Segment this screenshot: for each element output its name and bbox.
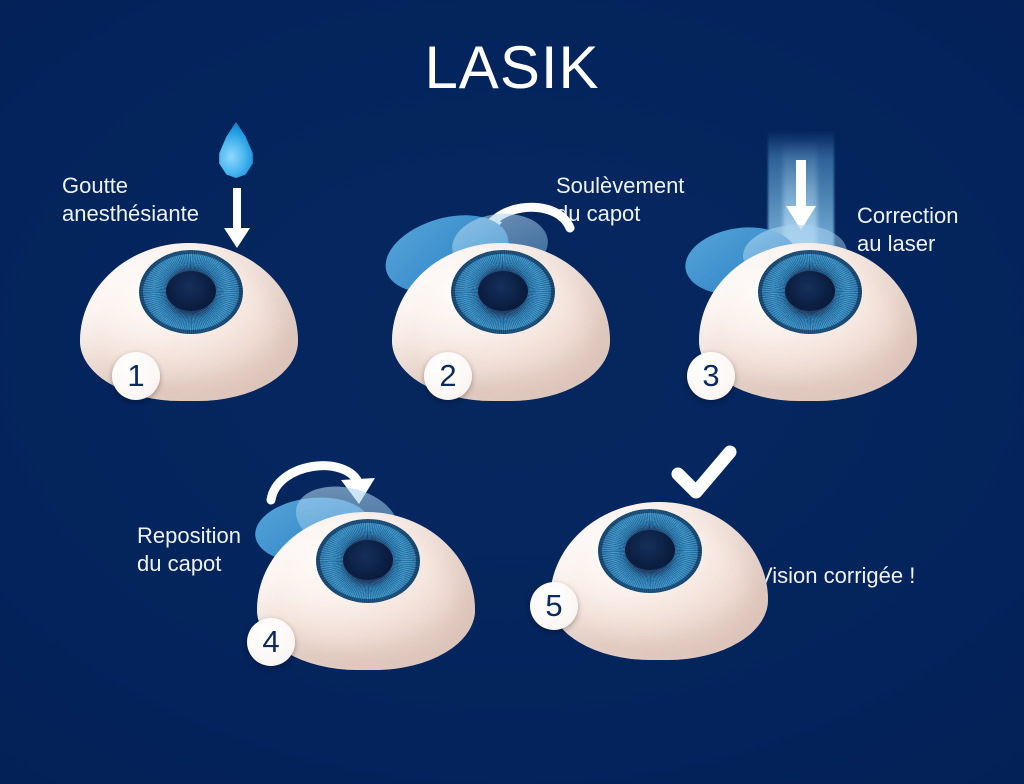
page-title: LASIK <box>424 34 600 101</box>
step-badge-5: 5 <box>530 582 578 630</box>
down-arrow-icon <box>224 188 250 248</box>
step-4-caption: Reposition du capot <box>137 523 241 577</box>
down-arrow-icon <box>786 160 816 230</box>
step-4: Reposition du capot 4 <box>135 440 495 670</box>
step-3-caption: Correction au laser <box>857 203 959 257</box>
step-3: Correction au laser 3 <box>665 110 1005 410</box>
step-2: Soulèvement du capot 2 <box>360 110 684 410</box>
pupil <box>166 271 216 311</box>
step-badge-2: 2 <box>424 352 472 400</box>
eye-illustration <box>550 502 768 660</box>
step-1-caption: Goutte anesthésiante <box>62 173 199 227</box>
step-5: Vision corrigée ! 5 <box>510 440 940 670</box>
eye-illustration <box>699 243 917 401</box>
pupil <box>625 530 675 570</box>
pupil <box>785 271 835 311</box>
step-badge-1: 1 <box>112 352 160 400</box>
step-1: Goutte anesthésiante 1 <box>60 110 360 410</box>
pupil <box>478 271 528 311</box>
water-drop-icon <box>219 122 253 178</box>
pupil <box>343 540 393 580</box>
checkmark-icon <box>671 445 737 499</box>
step-5-caption: Vision corrigée ! <box>758 563 916 588</box>
eye-illustration <box>392 243 610 401</box>
step-badge-4: 4 <box>247 618 295 666</box>
step-badge-3: 3 <box>687 352 735 400</box>
